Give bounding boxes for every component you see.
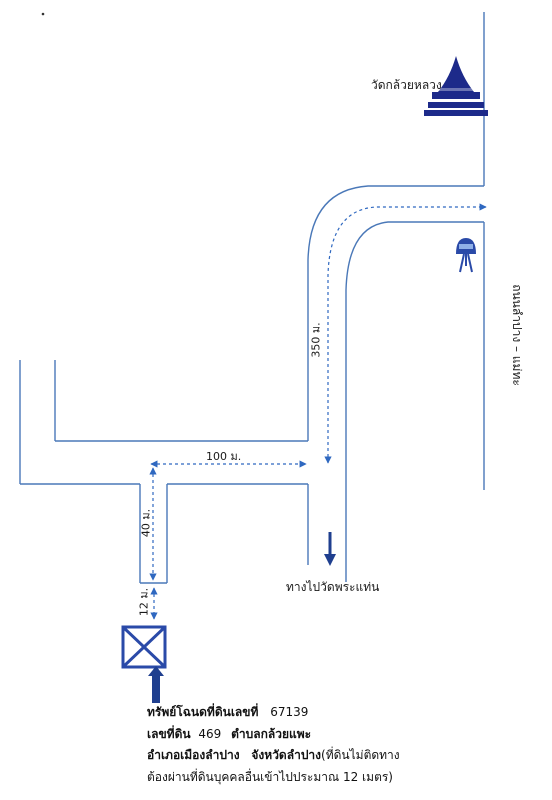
route-lines: [149, 203, 487, 620]
corner-dot: [41, 12, 45, 16]
distance-100-label: 100 ม.: [206, 450, 242, 463]
direction-arrow-down-icon: [324, 532, 336, 566]
distance-40-label: 40 ม.: [139, 508, 153, 538]
land-number: 469: [198, 727, 222, 741]
direction-label: ทางไปวัดพระแท่น: [286, 580, 380, 594]
curved-road-inner-edge: [345, 221, 484, 582]
landmark-shrine-icon: [456, 238, 476, 273]
note-first-line: (ที่ดินไม่ติดทาง: [321, 748, 400, 762]
road-outlines: [19, 12, 485, 584]
distance-12-label: 12 ม.: [137, 587, 151, 617]
province-name: จังหวัดลำปาง: [251, 748, 322, 762]
temple-chedi-icon: [424, 56, 488, 116]
note-line: ต้องผ่านที่ดินบุคคลอื่นเข้าไปประมาณ 12 เ…: [147, 770, 393, 784]
deed-number: 67139: [270, 705, 309, 719]
land-parcel-icon: [121, 625, 167, 669]
deed-title: ทรัพย์โฉนดที่ดินเลขที่: [147, 705, 259, 719]
distance-350-label: 350 ม.: [309, 322, 323, 358]
parcel-pointer-arrow-icon: [148, 666, 164, 703]
deed-line: ทรัพย์โฉนดที่ดินเลขที่ 67139: [147, 706, 308, 718]
temple-label: วัดกล้วยหลวง: [371, 78, 442, 92]
land-line: เลขที่ดิน 469 ตำบลกล้วยแพะ: [147, 728, 311, 740]
district-name: อำเภอเมืองลำปาง: [147, 748, 240, 762]
land-number-label: เลขที่ดิน: [147, 727, 191, 741]
curved-road-outer-edge: [307, 185, 484, 441]
route-long-leg: [324, 203, 487, 464]
subdistrict-name: ตำบลกล้วยแพะ: [231, 727, 312, 741]
location-line: อำเภอเมืองลำปาง จังหวัดลำปาง(ที่ดินไม่ติ…: [147, 749, 400, 761]
road-label: ถนนลำปาง – แม่ทะ: [510, 284, 524, 386]
